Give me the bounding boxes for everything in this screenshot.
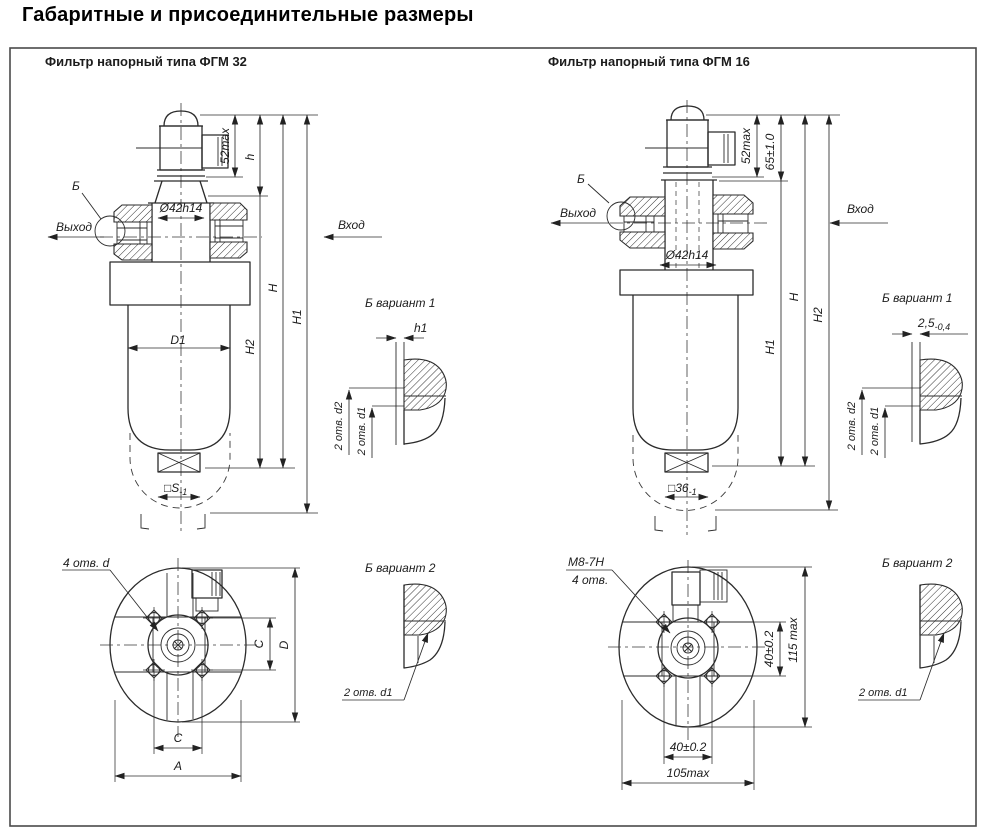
bottom-view-fgm32: 4 отв. d C D C A <box>62 556 300 782</box>
detail-b-circle <box>606 201 636 231</box>
variant2-title: Б вариант 2 <box>365 561 436 575</box>
dim-105max: 105max <box>667 766 711 780</box>
dim-52max: 52max <box>739 127 753 164</box>
inlet-label: Вход <box>338 218 365 232</box>
dimensions-fgm16: Ø42h14 52max 65±1.0 H1 H H2 □36-1 <box>659 114 840 511</box>
outlet-label: Выход <box>56 220 92 234</box>
page-title: Габаритные и присоединительные размеры <box>22 4 474 26</box>
drawing-border <box>9 47 977 827</box>
dim-h2: H2 <box>243 339 257 355</box>
dim-65: 65±1.0 <box>763 133 777 170</box>
dim-40-side: 40±0.2 <box>762 630 776 667</box>
dim-s: □S-1 <box>164 481 187 497</box>
dim-s36: □36-1 <box>668 481 697 497</box>
front-view-fgm16: Б Выход Вход <box>550 100 888 535</box>
dimensions-fgm32: Ø42h14 D1 52max h H2 H H1 □S-1 <box>127 114 318 514</box>
inlet-label: Вход <box>847 202 874 216</box>
dim-c-side: C <box>252 639 266 648</box>
dim-c-bottom: C <box>174 731 183 745</box>
dim-d1: D1 <box>170 333 185 347</box>
dim-h1-small: h1 <box>414 321 427 335</box>
variant2-title: Б вариант 2 <box>882 556 953 570</box>
bottom-view-fgm16: М8-7Н 4 отв. 40±0.2 115 max 40±0.2 105ma… <box>566 555 812 790</box>
dim-2otv-d1-v2: 2 отв. d1 <box>858 687 908 699</box>
dim-h1-cap: H1 <box>763 339 777 354</box>
dim-2otv-d1: 2 отв. d1 <box>869 407 881 457</box>
dim-h2-cap: H2 <box>811 307 825 323</box>
variant1-detail-fgm32: Б вариант 1 h1 2 отв. d2 2 отв. d1 <box>333 296 447 458</box>
variant1-title: Б вариант 1 <box>882 291 952 305</box>
dim-dia42: Ø42h14 <box>159 201 203 215</box>
dim-40-bottom: 40±0.2 <box>670 740 707 754</box>
variant1-title: Б вариант 1 <box>365 296 435 310</box>
dim-52max: 52max <box>218 127 232 164</box>
variant2-detail-fgm32: Б вариант 2 2 отв. d1 <box>342 561 447 701</box>
dim-h-cap: H <box>266 283 280 292</box>
dim-dia42: Ø42h14 <box>665 248 709 262</box>
dim-115max: 115 max <box>786 616 800 662</box>
variant2-detail-fgm16: Б вариант 2 2 отв. d1 <box>858 556 963 701</box>
front-view-fgm32: Б Выход Вход <box>47 103 382 535</box>
label-b: Б <box>577 172 585 186</box>
dim-25: 2,5-0,4 <box>917 316 950 332</box>
panel-title-fgm32: Фильтр напорный типа ФГМ 32 <box>45 54 247 69</box>
dim-2otv-d2: 2 отв. d2 <box>846 402 858 452</box>
panel-title-fgm16: Фильтр напорный типа ФГМ 16 <box>548 54 750 69</box>
dim-2otv-d2: 2 отв. d2 <box>333 402 345 452</box>
detail-b-circle <box>94 215 126 247</box>
dim-h: h <box>243 153 257 160</box>
outlet-label: Выход <box>560 206 596 220</box>
dim-h-cap: H <box>787 292 801 301</box>
dim-2otv-d1-v2: 2 отв. d1 <box>343 687 393 699</box>
dim-d-outer: D <box>277 640 291 649</box>
variant1-detail-fgm16: Б вариант 1 2,5-0,4 2 отв. d2 2 отв. d1 <box>846 291 968 458</box>
dim-h1-cap: H1 <box>290 309 304 324</box>
label-b: Б <box>72 179 80 193</box>
holes-label-line2: 4 отв. <box>572 573 608 587</box>
dim-a: A <box>173 759 182 773</box>
dim-2otv-d1: 2 отв. d1 <box>356 407 368 457</box>
holes-label-line1: М8-7Н <box>568 555 604 569</box>
holes-label: 4 отв. d <box>63 556 110 570</box>
